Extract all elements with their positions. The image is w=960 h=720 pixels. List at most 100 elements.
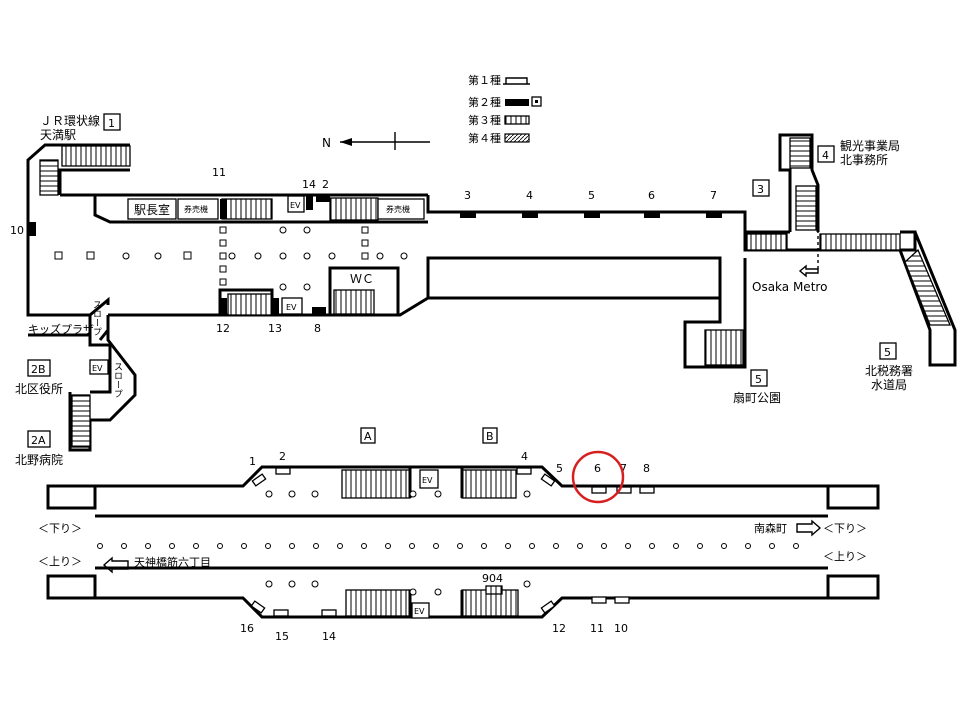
platform-num-6: 6 (594, 462, 601, 475)
stairs-a (341, 469, 411, 499)
platform-num-5: 5 (556, 462, 563, 475)
ev-box-top (287, 195, 305, 213)
stairs-b (461, 469, 517, 499)
platform-num-15: 15 (275, 630, 289, 643)
arrow-right-icon (796, 519, 822, 537)
stairs-12 (227, 293, 273, 316)
legend-label-1: 第１種 (468, 73, 501, 87)
center-pillar (409, 543, 415, 549)
ev-box-platform-upper (419, 469, 439, 489)
platform-num-10: 10 (614, 622, 628, 635)
station-office-box (127, 198, 177, 220)
center-pillar (649, 543, 655, 549)
legend: 第１種 第２種 第３種 第４種 (468, 73, 542, 145)
stair-label-a: A (364, 430, 372, 443)
exit-1-group: ＪＲ環状線 天満駅 1 (40, 113, 121, 142)
center-pillar (265, 543, 271, 549)
north-arrow: N (322, 132, 430, 150)
exit-5-park-number: 5 (755, 373, 762, 386)
ev-box-left (89, 359, 109, 375)
num-6-top: 6 (648, 189, 655, 202)
concourse-pillars (54, 226, 408, 291)
num-3: 3 (464, 189, 471, 202)
exit-5-right-number: 5 (884, 346, 891, 359)
center-pillar (577, 543, 583, 549)
num-5: 5 (588, 189, 595, 202)
legend-symbol-2 (505, 99, 529, 106)
stairs-8 (333, 289, 375, 315)
center-pillar (97, 543, 103, 549)
exit-3-number: 3 (757, 183, 764, 196)
platform-num-8: 8 (643, 462, 650, 475)
exit-5-right-dest-line1: 北税務署 (865, 364, 913, 378)
legend-symbol-1 (505, 77, 528, 84)
up-left-label: ＜上り＞ (38, 555, 82, 568)
center-pillar (529, 543, 535, 549)
concourse-numbers: 11 14 2 3 4 5 6 7 10 12 13 8 (10, 166, 717, 335)
exit-3-group: 3 (752, 179, 770, 197)
concourse-features: 駅長室 券売機 EV 券売機 EV ＷＣ スロープ スロープ キッズプラザ (28, 195, 827, 398)
platform-num-14: 14 (322, 630, 336, 643)
center-pillar (673, 543, 679, 549)
center-pillar (337, 543, 343, 549)
center-pillar (505, 543, 511, 549)
exit-1-number: 1 (108, 117, 115, 130)
center-pillar (481, 543, 487, 549)
center-pillar (193, 543, 199, 549)
arrow-left-icon (102, 556, 129, 574)
center-pillar (313, 543, 319, 549)
center-pillar (625, 543, 631, 549)
kids-plaza-label: キッズプラザ (28, 322, 94, 336)
stairs-2 (329, 197, 379, 221)
concourse-walls (26, 133, 957, 452)
exit-4-dest-line2: 北事務所 (840, 153, 888, 167)
ticket-machine-label-2: 券売機 (386, 204, 410, 214)
exit-4-group: 4 観光事業局 北事務所 (817, 139, 900, 167)
platform-center-dots (97, 543, 799, 549)
ev-label-platform-lower: EV (414, 607, 425, 616)
center-pillar (769, 543, 775, 549)
stairs-11 (221, 198, 273, 220)
exit-5-right-group: 5 北税務署 水道局 (865, 342, 913, 392)
ev-box-platform-lower (411, 602, 430, 619)
ev-label-bottom: EV (286, 303, 297, 312)
center-pillar (601, 543, 607, 549)
center-pillar (241, 543, 247, 549)
center-pillar (457, 543, 463, 549)
num-4: 4 (526, 189, 533, 202)
metro-arrow-icon (798, 264, 819, 278)
num-11: 11 (212, 166, 226, 179)
platform-upper: EV 1 2 4 5 6 7 8 A B (46, 427, 880, 518)
exit-1-dest-line1: ＪＲ環状線 (40, 113, 100, 128)
exit-5-park-group: 5 扇町公園 (733, 369, 781, 405)
center-pillar (433, 543, 439, 549)
exit-4-number: 4 (822, 149, 829, 162)
legend-symbol-3 (504, 115, 530, 125)
center-pillar (745, 543, 751, 549)
legend-symbol-4 (504, 133, 530, 143)
platform-num-12: 12 (552, 622, 566, 635)
num-8: 8 (314, 322, 321, 335)
legend-label-2: 第２種 (468, 95, 501, 109)
slope-label-2: スロープ (112, 362, 122, 398)
ticket-machine-box-2 (377, 198, 425, 220)
up-right-label: ＜上り＞ (823, 550, 867, 563)
center-pillar (721, 543, 727, 549)
num-12: 12 (216, 322, 230, 335)
platform-num-11: 11 (590, 622, 604, 635)
platform-num-2: 2 (279, 450, 286, 463)
down-left-label: ＜下り＞ (38, 522, 82, 535)
osaka-metro-label: Osaka Metro (752, 280, 827, 294)
center-pillar (145, 543, 151, 549)
ev-label-platform-upper: EV (422, 476, 433, 485)
legend-label-3: 第３種 (468, 113, 501, 127)
center-pillar (121, 543, 127, 549)
north-label: N (322, 136, 331, 150)
track-labels: ＜下り＞ 南森町 ＜下り＞ ＜上り＞ 天神橋筋六丁目 ＜上り＞ (38, 519, 867, 574)
ticket-machine-box-1 (177, 198, 219, 220)
center-pillar (217, 543, 223, 549)
num-10: 10 (10, 224, 24, 237)
slope-label-1: スロープ (91, 300, 101, 336)
minamimori-label: 南森町 (754, 521, 787, 535)
